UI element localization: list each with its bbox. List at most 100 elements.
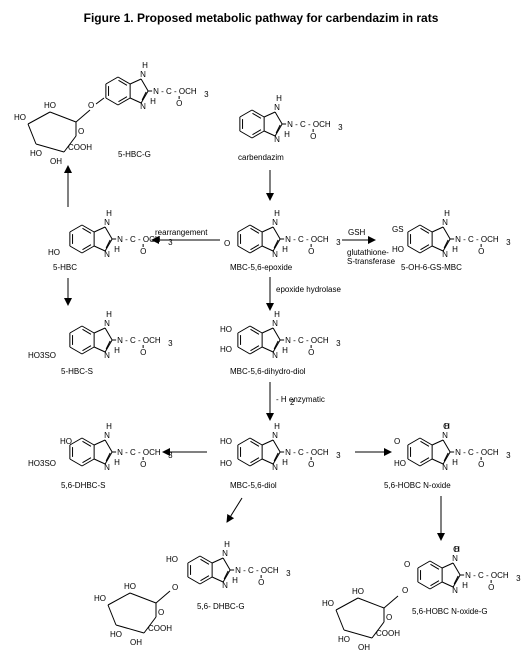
imidazole-double-bond <box>105 239 111 249</box>
ring-double-bond <box>250 440 260 447</box>
h-atom: H <box>274 422 280 431</box>
imidazole-bond <box>431 439 444 446</box>
ring-bond <box>249 346 263 355</box>
imidazole-double-bond <box>443 239 449 249</box>
imidazole-bond <box>272 238 281 252</box>
ring-double-bond <box>250 345 260 352</box>
sugar-bond <box>27 123 37 145</box>
ring-bond <box>429 560 443 569</box>
ring-bond <box>429 581 443 590</box>
carbamate-side-chain: N - C - OCH <box>285 336 329 345</box>
imidazole-bond <box>441 581 454 588</box>
ring-double-bond <box>250 457 260 464</box>
subscript-3: 3 <box>338 123 343 132</box>
sugar-bond <box>129 592 157 604</box>
ho-atom: HO <box>220 459 232 468</box>
sugar-bond <box>115 624 145 634</box>
ring-bond <box>199 576 213 585</box>
imidazole-double-bond <box>273 452 279 462</box>
ring-bond <box>81 224 95 233</box>
ring-double-bond <box>250 244 260 251</box>
imidazole-double-bond <box>141 91 147 101</box>
carbonyl-o-atom: O <box>478 460 484 469</box>
imidazole-bond <box>274 111 283 125</box>
n-atom: N <box>272 351 278 360</box>
carbamate-side-chain: N - C - OCH <box>117 448 161 457</box>
ring-bond <box>417 560 431 569</box>
carbamate-side-chain: N - C - OCH <box>465 571 509 580</box>
reaction-label-h2-subscript: 2 <box>290 398 295 407</box>
label-carbendazim: carbendazim <box>238 153 284 162</box>
n-atom: N <box>274 103 280 112</box>
ring-bond <box>237 325 251 334</box>
subscript-3: 3 <box>506 238 511 247</box>
ring-bond <box>81 346 95 355</box>
ring-bond <box>419 458 433 467</box>
ring-bond <box>239 130 253 139</box>
n-atom: N <box>442 250 448 259</box>
carbamate-side-chain: N - C - OCH <box>455 235 499 244</box>
imidazole-bond <box>93 226 106 233</box>
imidazole-double-bond <box>443 452 449 462</box>
h-atom: H <box>106 310 112 319</box>
sugar-ho-atom: HO <box>44 101 56 110</box>
sulfate-group: HO3SO <box>28 459 56 468</box>
nh-atom: H <box>114 245 120 254</box>
carbonyl-o-atom: O <box>258 578 264 587</box>
gs-group: GS <box>392 225 404 234</box>
sugar-bond <box>383 595 399 609</box>
sugar-bond <box>371 621 385 639</box>
cooh-group: COOH <box>376 629 400 638</box>
reaction-label-epoxide-hydrolase: epoxide hydrolase <box>276 285 341 294</box>
imidazole-bond <box>442 439 451 453</box>
ring-double-bond <box>82 244 92 251</box>
sugar-bond <box>35 143 65 153</box>
carbonyl-o-atom: O <box>140 348 146 357</box>
n-atom: N <box>442 218 448 227</box>
ho-atom: HO <box>48 248 60 257</box>
subscript-3: 3 <box>516 574 521 583</box>
n-atom: N <box>272 463 278 472</box>
keto-o: O <box>394 437 400 446</box>
ring-bond <box>237 437 251 446</box>
imidazole-bond <box>272 339 281 353</box>
sugar-ring-o: O <box>78 127 84 136</box>
carbonyl-o-atom: O <box>176 99 182 108</box>
ho-atom: HO <box>392 245 404 254</box>
sugar-ho-atom: HO <box>322 599 334 608</box>
ring-double-bond <box>82 457 92 464</box>
imidazole-bond <box>431 245 444 252</box>
n-oxide-atom: O <box>453 545 459 554</box>
ring-bond <box>249 325 263 334</box>
ring-bond <box>187 576 201 585</box>
imidazole-double-bond <box>453 575 459 585</box>
imidazole-double-bond <box>105 340 111 350</box>
ring-double-bond <box>82 440 92 447</box>
subscript-3: 3 <box>336 339 341 348</box>
cooh-group: COOH <box>68 143 92 152</box>
imidazole-double-bond <box>273 340 279 350</box>
nh-atom: H <box>232 576 238 585</box>
imidazole-bond <box>261 245 274 252</box>
ring-bond <box>419 245 433 254</box>
nh-atom: H <box>114 458 120 467</box>
imidazole-bond <box>261 226 274 233</box>
sugar-ring-o: O <box>386 613 392 622</box>
ring-bond <box>251 130 265 139</box>
nh-atom: H <box>452 458 458 467</box>
n-atom: N <box>272 250 278 259</box>
ring-bond <box>187 555 201 564</box>
ring-double-bond <box>252 112 262 119</box>
ring-double-bond <box>82 345 92 352</box>
ho-atom: HO <box>220 345 232 354</box>
ring-bond <box>419 437 433 446</box>
imidazole-bond <box>274 123 283 137</box>
carbonyl-o-atom: O <box>488 583 494 592</box>
subscript-3: 3 <box>168 339 173 348</box>
